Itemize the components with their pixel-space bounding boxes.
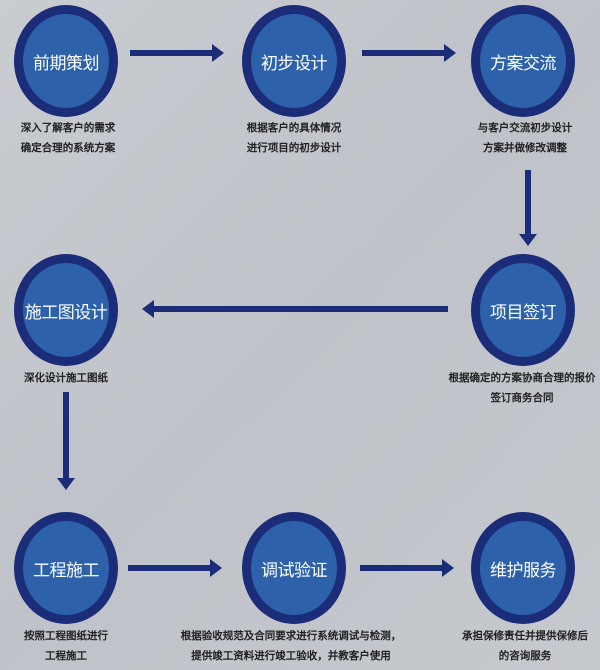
- desc-line: 提供竣工资料进行竣工验收，并教客户使用: [191, 650, 391, 662]
- step-node-planning: 前期策划: [14, 5, 118, 117]
- desc-line: 深入了解客户的需求: [20, 122, 116, 134]
- step-description: 根据验收规范及合同要求进行系统调试与检测， 提供竣工资料进行竣工验收，并教客户使用: [181, 626, 402, 666]
- step-node-construction: 工程施工: [14, 512, 118, 624]
- desc-line: 承担保修责任并提供保修后: [462, 630, 588, 642]
- step-node-preliminary-design: 初步设计: [242, 5, 346, 117]
- arrow-down: [519, 170, 537, 246]
- step-title: 维护服务: [490, 560, 557, 581]
- arrow-down: [57, 392, 75, 490]
- step-node-contract-signing: 项目签订: [471, 254, 575, 366]
- step-description: 深入了解客户的需求确定合理的系统方案: [21, 118, 116, 158]
- step-node-maintenance: 维护服务: [471, 512, 575, 624]
- desc-line: 与客户交流初步设计: [477, 122, 573, 134]
- arrow-right: [128, 559, 222, 577]
- desc-line: 方案并做修改调整: [483, 142, 567, 154]
- step-title: 方案交流: [490, 53, 557, 74]
- arrow-right: [362, 44, 456, 62]
- desc-line: 的咨询服务: [498, 650, 552, 662]
- arrow-right: [360, 559, 454, 577]
- step-node-testing: 调试验证: [242, 512, 346, 624]
- step-description: 根据确定的方案协商合理的报价签订商务合同: [449, 368, 596, 408]
- step-description: 与客户交流初步设计方案并做修改调整: [478, 118, 573, 158]
- step-title: 项目签订: [490, 302, 557, 323]
- step-title: 调试验证: [261, 560, 328, 581]
- desc-line: 根据验收规范及合同要求进行系统调试与检测，: [180, 630, 402, 642]
- step-title: 初步设计: [261, 53, 328, 74]
- desc-line: 按照工程图纸进行: [24, 630, 108, 642]
- step-description: 按照工程图纸进行工程施工: [24, 626, 108, 666]
- desc-line: 进行项目的初步设计: [246, 142, 342, 154]
- step-title: 工程施工: [33, 560, 100, 581]
- desc-line: 根据确定的方案协商合理的报价: [448, 372, 596, 384]
- step-node-construction-drawing: 施工图设计: [14, 254, 118, 366]
- desc-line: 深化设计施工图纸: [24, 372, 108, 384]
- desc-line: 确定合理的系统方案: [20, 142, 116, 154]
- step-title: 施工图设计: [24, 302, 108, 323]
- arrow-left: [142, 300, 448, 318]
- desc-line: 签订商务合同: [490, 392, 554, 404]
- arrow-right: [130, 44, 224, 62]
- desc-line: 工程施工: [45, 650, 87, 662]
- step-title: 前期策划: [33, 53, 100, 74]
- step-node-proposal-exchange: 方案交流: [471, 5, 575, 117]
- step-description: 根据客户的具体情况进行项目的初步设计: [247, 118, 342, 158]
- step-description: 深化设计施工图纸: [24, 368, 108, 388]
- step-description: 承担保修责任并提供保修后的咨询服务: [462, 626, 588, 666]
- desc-line: 根据客户的具体情况: [246, 122, 342, 134]
